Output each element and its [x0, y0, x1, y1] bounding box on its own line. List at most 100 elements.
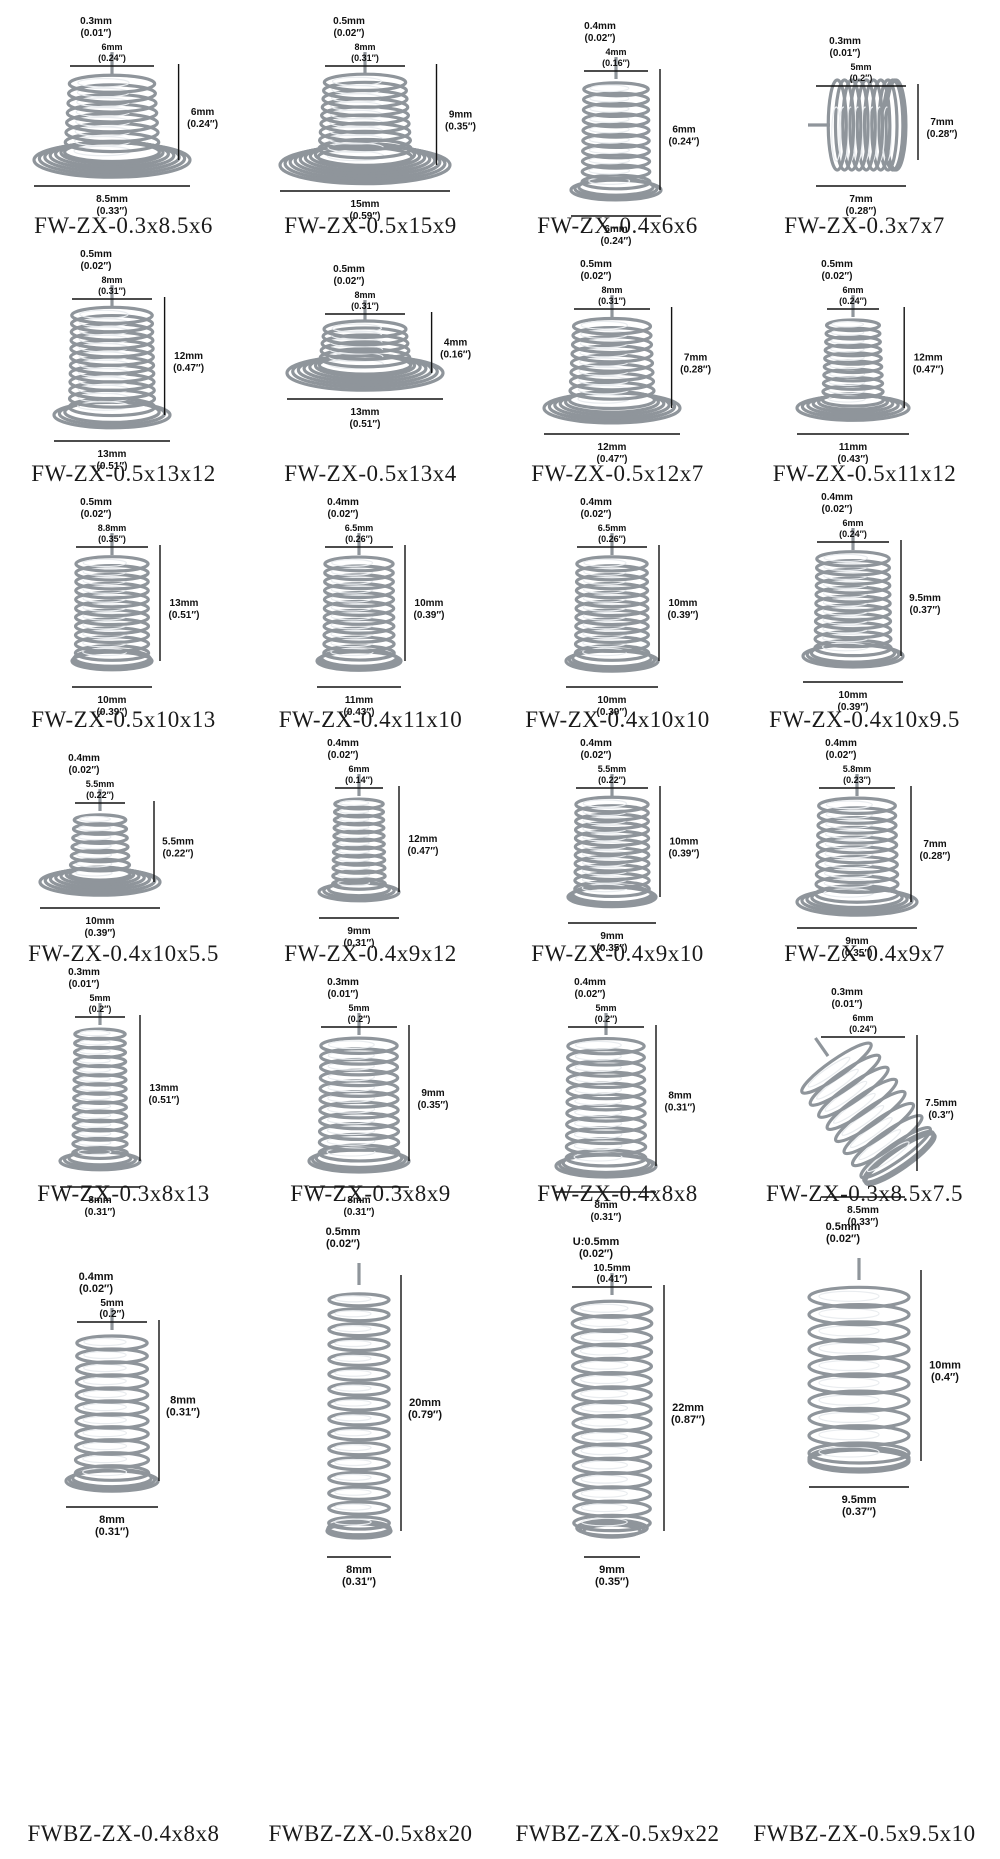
- base-diameter-label: 10mm: [839, 690, 868, 701]
- body-coil: [850, 1113, 924, 1168]
- body-coil: [73, 626, 151, 645]
- coil-highlight: [82, 1441, 128, 1451]
- height-inch-label: (0.87″): [671, 1414, 705, 1426]
- body-coil: [581, 132, 651, 150]
- coil-highlight: [828, 395, 866, 403]
- body-coil: [573, 863, 651, 882]
- base-diameter-label: 9mm: [347, 926, 370, 937]
- body-coil: [582, 81, 650, 98]
- coil-highlight: [334, 1384, 372, 1392]
- base-diameter-inch-label: (0.31″): [591, 1212, 622, 1223]
- body-coil: [331, 853, 387, 867]
- body-coil: [327, 1396, 391, 1412]
- coil-highlight: [339, 799, 370, 807]
- base-diameter-label: 9mm: [845, 936, 868, 947]
- body-coil: [74, 555, 150, 573]
- base-diameter-inch-label: (0.35″): [597, 943, 628, 954]
- coil-highlight: [334, 1518, 372, 1526]
- body-coil: [573, 829, 651, 848]
- body-coil: [331, 845, 387, 859]
- product-code: FW-ZX-0.5x15x9: [284, 213, 456, 238]
- base-diameter-label: 8mm: [99, 1514, 125, 1526]
- coil-highlight: [82, 1454, 128, 1464]
- body-coil: [67, 83, 157, 104]
- base-diameter-inch-label: (0.28″): [846, 206, 877, 217]
- wire-diameter-label: 0.5mm: [326, 1226, 361, 1238]
- spring-drawing: 0.5mm(0.02″)8mm(0.31″)4mm(0.16″)13mm(0.5…: [284, 264, 471, 486]
- body-coil: [565, 1081, 647, 1101]
- height-inch-label: (0.24″): [187, 119, 218, 130]
- coil-highlight: [331, 323, 382, 333]
- product-code: FW-ZX-0.5x11x12: [773, 461, 957, 486]
- height-inch-label: (0.28″): [680, 365, 711, 376]
- body-coil: [570, 1328, 654, 1348]
- coil-highlight: [79, 309, 129, 319]
- spring-coils: [801, 528, 905, 669]
- body-coil: [327, 1322, 391, 1338]
- spring-drawing: 0.5mm(0.02″)8mm(0.31″)9mm(0.35″)15mm(0.5…: [278, 16, 476, 238]
- spring-drawing: 0.4mm(0.02″)6mm(0.14″)12mm(0.47″)9mm(0.3…: [284, 738, 456, 966]
- body-coil: [68, 857, 132, 873]
- wire-diameter-inch-label: (0.01″): [328, 989, 359, 1000]
- body-coil: [66, 92, 158, 114]
- coil-highlight: [330, 576, 374, 585]
- coil-highlight: [580, 1460, 629, 1470]
- body-coil: [74, 563, 150, 582]
- spring-drawing: 0.3mm(0.01″)5mm(0.2″)13mm(0.51″)8mm(0.31…: [37, 967, 209, 1218]
- product-card: 0.3mm(0.01″)6mm(0.24″)7.5mm(0.3″)8.5mm(0…: [741, 971, 988, 1228]
- coil-highlight: [574, 1040, 622, 1050]
- wire-diameter-label: 0.5mm: [826, 1221, 861, 1233]
- height-label: 20mm: [409, 1397, 441, 1409]
- base-coil: [70, 1467, 154, 1489]
- top-diameter-label: 6.5mm: [345, 523, 374, 533]
- body-coil: [814, 576, 892, 595]
- base-diameter-label: 8mm: [347, 1195, 370, 1206]
- product-code: FW-ZX-0.3x8.5x7.5: [766, 1181, 963, 1206]
- top-diameter-inch-label: (0.2″): [850, 73, 873, 83]
- height-label: 12mm: [409, 834, 438, 845]
- height-label: 9mm: [421, 1088, 444, 1099]
- body-coil: [68, 866, 132, 882]
- coil-highlight: [818, 1411, 880, 1423]
- height-inch-label: (0.22″): [163, 849, 194, 860]
- product-code: FW-ZX-0.5x12x7: [531, 461, 703, 486]
- body-coil: [823, 343, 883, 358]
- body-coil: [823, 351, 883, 366]
- product-card: 0.5mm(0.02″)8mm(0.31″)9mm(0.35″)15mm(0.5…: [247, 0, 494, 243]
- height-label: 10mm: [670, 837, 699, 848]
- body-coil: [573, 837, 651, 856]
- height-inch-label: (0.47″): [913, 365, 944, 376]
- wire-diameter-inch-label: (0.02″): [581, 509, 612, 520]
- spring-coils: [569, 57, 663, 202]
- height-label: 6mm: [672, 125, 695, 136]
- body-coil: [319, 340, 411, 362]
- wire-diameter-label: U:0.5mm: [573, 1236, 620, 1248]
- base-diameter-inch-label: (0.43″): [344, 707, 375, 718]
- height-inch-label: (0.79″): [408, 1409, 442, 1421]
- body-coil: [322, 72, 408, 93]
- wire-diameter-inch-label: (0.02″): [822, 271, 853, 282]
- top-diameter-inch-label: (0.31″): [351, 301, 379, 311]
- body-coil: [800, 1041, 873, 1095]
- product-code: FW-ZX-0.5x10x13: [31, 707, 215, 732]
- height-label: 7.5mm: [925, 1098, 957, 1109]
- body-coil: [322, 80, 408, 101]
- spring-drawing: 0.4mm(0.02″)5mm(0.2″)8mm(0.31″)8mm(0.31″…: [27, 1271, 219, 1846]
- body-coil: [71, 1145, 129, 1161]
- spring-drawing: 0.5mm(0.02″)8mm(0.31″)12mm(0.47″)13mm(0.…: [31, 249, 215, 486]
- spring-coils: [795, 774, 919, 917]
- height-inch-label: (0.39″): [414, 610, 445, 621]
- base-diameter-inch-label: (0.39″): [597, 707, 628, 718]
- height-inch-label: (0.24″): [669, 137, 700, 148]
- body-coil: [848, 78, 870, 172]
- top-diameter-inch-label: (0.31″): [598, 296, 626, 306]
- top-diameter-inch-label: (0.22″): [86, 790, 114, 800]
- spring-coils: [315, 533, 403, 672]
- coil-highlight: [334, 1399, 372, 1407]
- wire-diameter-label: 0.5mm: [333, 16, 365, 27]
- body-coil: [69, 848, 131, 864]
- body-coil: [327, 1440, 391, 1457]
- product-card: 0.5mm(0.02″)8mm(0.31″)4mm(0.16″)13mm(0.5…: [247, 243, 494, 491]
- wire-diameter-inch-label: (0.02″): [79, 1283, 113, 1295]
- product-code: FW-ZX-0.4x10x10: [525, 707, 709, 732]
